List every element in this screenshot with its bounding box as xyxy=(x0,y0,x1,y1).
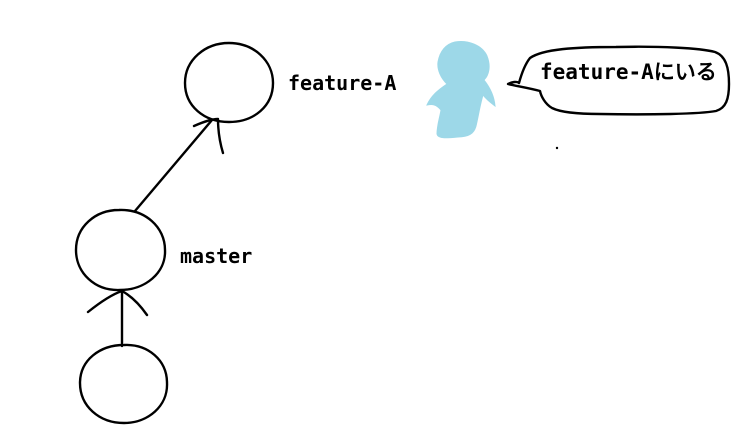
person-icon xyxy=(426,41,496,139)
commit-middle xyxy=(74,208,167,292)
speech-bubble-text: feature-Aにいる xyxy=(540,60,717,84)
stray-dot xyxy=(555,146,559,150)
branch-label-master: master xyxy=(180,244,252,268)
arrow-master-to-feature xyxy=(133,117,225,213)
commit-top xyxy=(183,41,275,124)
commit-bottom xyxy=(78,343,169,425)
speech-bubble: feature-Aにいる xyxy=(506,45,731,116)
branch-label-feature-a: feature-A xyxy=(288,71,396,95)
arrow-bottom-to-master xyxy=(86,289,149,348)
